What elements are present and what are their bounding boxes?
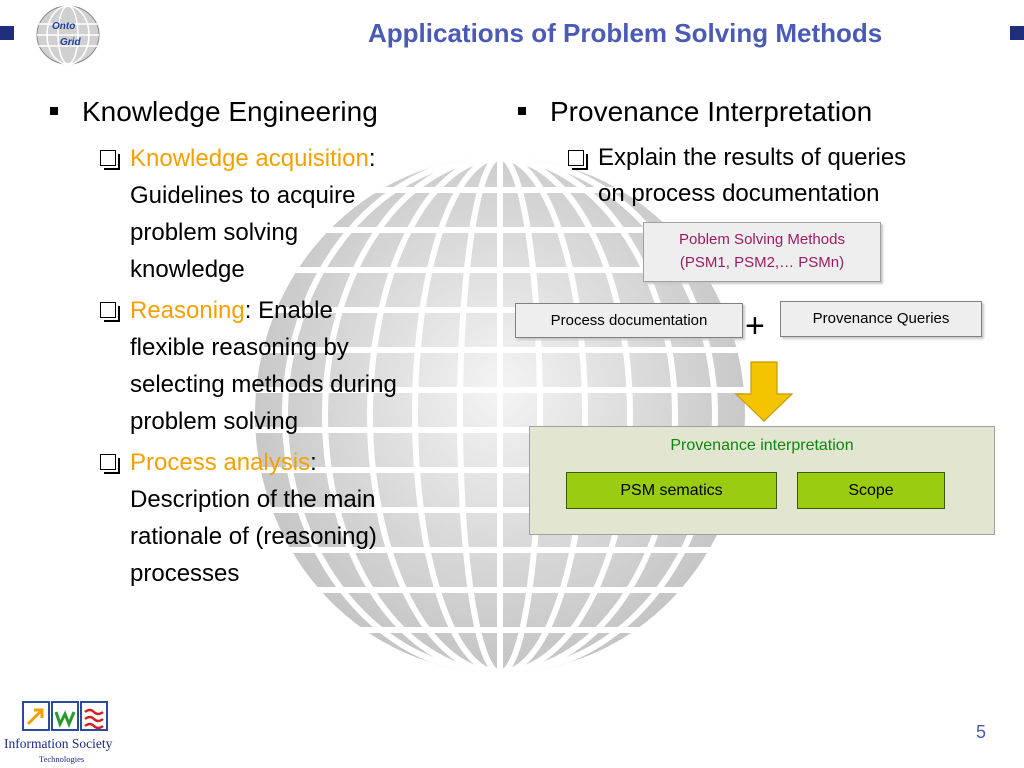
psm-box: Poblem Solving Methods (PSM1, PSM2,… PSM… xyxy=(643,222,881,282)
checkbox-bullet-icon xyxy=(100,302,120,322)
page-number: 5 xyxy=(975,722,986,742)
svg-text:Grid: Grid xyxy=(60,37,81,48)
bullet-knowledge-engineering: Knowledge Engineering xyxy=(50,96,490,128)
ontogrid-logo: Onto Grid xyxy=(36,5,100,65)
scope-box: Scope xyxy=(797,472,945,509)
checkbox-bullet-icon xyxy=(100,454,120,474)
svg-text:Onto: Onto xyxy=(52,21,75,32)
interpretation-label: Provenance interpretation xyxy=(670,437,854,454)
sub-item-knowledge-acquisition: Knowledge acquisition: Guidelines to acq… xyxy=(100,140,490,288)
bullet-square-icon xyxy=(518,106,526,115)
header-square-right xyxy=(1010,26,1024,40)
svg-text:Technologies: Technologies xyxy=(39,754,84,764)
right-column: Provenance Interpretation Explain the re… xyxy=(518,96,1018,212)
ist-logo: Information Society Technologies xyxy=(4,701,113,764)
left-sublist: Knowledge acquisition: Guidelines to acq… xyxy=(100,140,490,592)
down-arrow-icon xyxy=(734,361,794,422)
right-sublist: Explain the results of queries on proces… xyxy=(568,140,1018,212)
sub-item-process-analysis: Process analysis: Description of the mai… xyxy=(100,444,490,592)
checkbox-bullet-icon xyxy=(100,150,120,170)
plus-sign: + xyxy=(745,307,765,345)
provenance-queries-box: Provenance Queries xyxy=(780,301,982,337)
bullet-provenance-interpretation: Provenance Interpretation xyxy=(518,96,1018,128)
psm-sematics-box: PSM sematics xyxy=(566,472,777,509)
sub-item-reasoning: Reasoning: Enable flexible reasoning by … xyxy=(100,292,490,440)
sub-item-explain-results: Explain the results of queries on proces… xyxy=(568,140,1018,212)
checkbox-bullet-icon xyxy=(568,150,588,170)
header-square-left xyxy=(0,26,14,40)
slide-title: Applications of Problem Solving Methods xyxy=(368,18,883,48)
left-column: Knowledge Engineering Knowledge acquisit… xyxy=(50,96,490,592)
provenance-interpretation-box: Provenance interpretation PSM sematics S… xyxy=(529,426,995,535)
bullet-square-icon xyxy=(50,106,58,115)
process-documentation-box: Process documentation xyxy=(515,303,743,338)
svg-text:Information Society: Information Society xyxy=(4,736,113,751)
